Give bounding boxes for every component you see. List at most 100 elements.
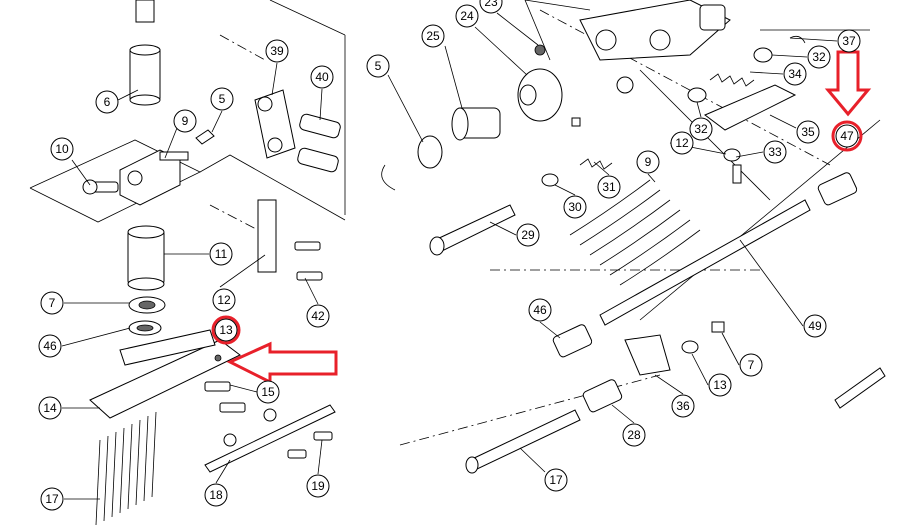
part-label-18: 18 — [204, 483, 228, 507]
lower-right-parts — [465, 321, 886, 474]
leader-line — [229, 384, 258, 393]
part-label-28: 28 — [622, 423, 646, 447]
leaf-springs — [569, 179, 701, 286]
part-label-5: 5 — [366, 54, 390, 78]
leader-line — [539, 321, 561, 339]
part-label-6: 6 — [95, 90, 119, 114]
part-label-10: 10 — [50, 137, 74, 161]
part-label-35: 35 — [796, 120, 820, 144]
part-label-34: 34 — [783, 62, 807, 86]
svg-text:40: 40 — [315, 70, 329, 84]
clamp-block-part — [82, 129, 215, 206]
leader-line — [519, 447, 546, 473]
part-label-11: 11 — [209, 242, 233, 266]
part-label-32: 32 — [689, 117, 713, 141]
leader-line — [611, 404, 635, 424]
svg-text:37: 37 — [842, 34, 856, 48]
part-label-39: 39 — [265, 39, 289, 63]
svg-text:24: 24 — [460, 9, 474, 23]
svg-text:12: 12 — [675, 136, 689, 150]
spring-parts — [541, 73, 755, 187]
svg-text:5: 5 — [219, 92, 226, 106]
part-label-12: 12 — [212, 288, 236, 312]
part-label-31: 31 — [597, 175, 621, 199]
part-label-36: 36 — [671, 394, 695, 418]
svg-text:42: 42 — [311, 309, 325, 323]
leader-line — [496, 12, 539, 46]
leader-line — [647, 173, 656, 183]
part-label-17: 17 — [544, 468, 568, 492]
sleeve-part — [127, 225, 165, 291]
svg-text:39: 39 — [270, 44, 284, 58]
part-label-15: 15 — [256, 380, 280, 404]
part-label-12: 12 — [670, 131, 694, 155]
svg-text:46: 46 — [43, 339, 57, 353]
svg-text:17: 17 — [549, 473, 563, 487]
svg-text:46: 46 — [533, 303, 547, 317]
part-label-40: 40 — [310, 65, 334, 89]
leader-line — [319, 88, 323, 121]
leader-line — [61, 327, 131, 347]
part-label-49: 49 — [803, 314, 827, 338]
part-label-33: 33 — [763, 140, 787, 164]
svg-text:31: 31 — [602, 180, 616, 194]
part-label-9: 9 — [173, 109, 197, 133]
arrow-left-icon — [226, 341, 338, 385]
svg-text:13: 13 — [219, 323, 233, 337]
leader-line — [654, 374, 684, 395]
left-frame-lines — [29, 0, 346, 231]
bracket-parts — [687, 35, 806, 184]
part-label-24: 24 — [455, 4, 479, 28]
leader-line — [211, 110, 223, 133]
washer-parts — [128, 296, 166, 336]
collar-parts — [381, 44, 581, 191]
leader-line — [489, 221, 517, 236]
part-label-13: 13 — [214, 318, 238, 342]
part-label-19: 19 — [306, 474, 330, 498]
svg-text:12: 12 — [217, 293, 231, 307]
highlight-circle-47 — [831, 120, 863, 152]
part-label-14: 14 — [38, 396, 62, 420]
leader-line — [789, 37, 838, 42]
part-label-30: 30 — [563, 195, 587, 219]
leader-line — [219, 254, 266, 288]
leader-line — [769, 114, 797, 129]
highlight-annotations — [211, 50, 872, 385]
leader-line — [739, 239, 804, 327]
needles — [95, 411, 157, 526]
leader-line — [387, 74, 424, 143]
leader-line — [164, 127, 178, 159]
part-label-7: 7 — [739, 353, 763, 377]
leader-line — [691, 353, 709, 386]
housing-part — [579, 0, 731, 61]
svg-text:35: 35 — [801, 125, 815, 139]
pin-part — [429, 204, 516, 256]
svg-text:11: 11 — [215, 247, 228, 261]
leader-line — [735, 151, 764, 158]
part-label-23: 23 — [479, 0, 503, 14]
leader-line — [474, 26, 528, 76]
leader-line — [215, 459, 231, 484]
leader-line — [304, 277, 319, 305]
leader-line — [696, 101, 702, 118]
svg-text:13: 13 — [713, 378, 727, 392]
part-label-5: 5 — [210, 87, 234, 111]
leader-line — [117, 89, 139, 101]
part-label-46: 46 — [38, 334, 62, 358]
part-label-47: 47 — [835, 124, 859, 148]
svg-text:33: 33 — [768, 145, 782, 159]
part-label-42: 42 — [306, 304, 330, 328]
bar-part — [257, 199, 323, 281]
part-label-7: 7 — [40, 291, 64, 315]
part-label-37: 37 — [837, 29, 861, 53]
svg-text:5: 5 — [375, 59, 382, 73]
svg-text:14: 14 — [43, 401, 57, 415]
svg-text:49: 49 — [808, 319, 822, 333]
leader-line — [721, 332, 740, 366]
svg-text:36: 36 — [676, 399, 690, 413]
svg-text:10: 10 — [55, 142, 69, 156]
leader-line — [444, 45, 463, 109]
shaft-part — [129, 0, 161, 106]
